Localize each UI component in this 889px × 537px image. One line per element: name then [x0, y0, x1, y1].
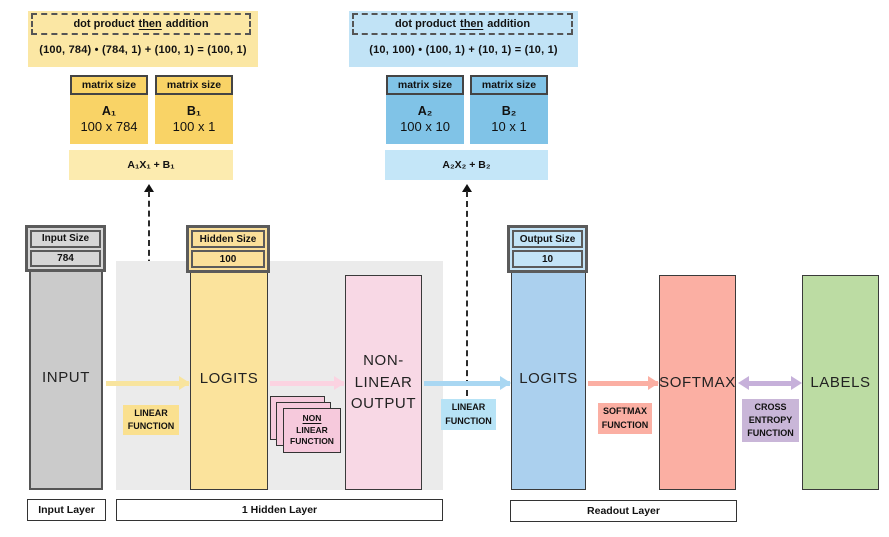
tag-line-underlined: NON	[302, 412, 322, 423]
tag-line: ENTROPY	[748, 414, 793, 425]
input-layer-label: Input Layer	[27, 499, 106, 521]
hidden-size-value: 100	[191, 250, 265, 268]
yellow-annotation-background	[28, 11, 258, 67]
title-text-underlined: then	[460, 18, 484, 30]
input-size-header: Input Size 784	[25, 225, 106, 272]
readout-layer-label: Readout Layer	[510, 500, 737, 522]
matrix-a2-box: matrix size A₂ 100 x 10	[386, 75, 464, 144]
matrix-b1-size: 100 x 1	[172, 119, 216, 135]
matrix-b2-size: 10 x 1	[491, 119, 527, 135]
nonlinear-function-card: NON LINEAR FUNCTION	[283, 408, 341, 453]
nonlinear-output-line: LINEAR	[354, 373, 413, 391]
title-text: addition	[487, 18, 531, 30]
softmax-box: SOFTMAX	[659, 275, 736, 490]
matrix-b1-body: B₁ 100 x 1	[155, 95, 233, 144]
tag-line: FUNCTION	[601, 419, 649, 430]
input-size-value: 784	[30, 249, 101, 267]
tag-line: FUNCTION	[445, 415, 492, 426]
tag-line: LINEAR	[296, 424, 328, 435]
dashed-arrowhead-up-icon	[462, 184, 472, 192]
matrix-b2-body: B₂ 10 x 1	[470, 95, 548, 144]
title-text: dot product	[73, 18, 135, 30]
tag-line: FUNCTION	[747, 428, 794, 439]
input-box-label: INPUT	[42, 369, 90, 387]
matrix-a1-box: matrix size A₁ 100 x 784	[70, 75, 148, 144]
blue-dot-product-title: dot product then addition	[352, 13, 573, 35]
matrix-size-header: matrix size	[70, 75, 148, 95]
matrix-b2-name: B₂	[501, 104, 517, 119]
output-size-title: Output Size	[512, 230, 583, 248]
softmax-function-tag: SOFTMAX FUNCTION	[598, 403, 652, 434]
matrix-a2-name: A₂	[417, 104, 433, 119]
blue-shape-formula: (10, 100) • (100, 1) + (10, 1) = (10, 1)	[369, 44, 558, 56]
matrix-size-header: matrix size	[155, 75, 233, 95]
tag-line: SOFTMAX	[603, 406, 647, 417]
matrix-a1-body: A₁ 100 x 784	[70, 95, 148, 144]
labels-box-label: LABELS	[810, 373, 871, 391]
labels-box: LABELS	[802, 275, 879, 490]
matrix-a1-size: 100 x 784	[80, 119, 138, 135]
matrix-b2-box: matrix size B₂ 10 x 1	[470, 75, 548, 144]
tag-line: FUNCTION	[290, 436, 334, 447]
hidden-size-header: Hidden Size 100	[186, 225, 270, 273]
equation-a1x1-b1: A₁X₁ + B₁	[69, 150, 233, 180]
output-size-value: 10	[512, 250, 583, 268]
title-text-underlined: then	[138, 18, 162, 30]
matrix-a2-body: A₂ 100 x 10	[386, 95, 464, 144]
hidden-size-title: Hidden Size	[191, 230, 265, 248]
yellow-shape-formula: (100, 784) • (784, 1) + (100, 1) = (100,…	[39, 44, 247, 56]
softmax-box-label: SOFTMAX	[659, 373, 736, 391]
dashed-connector-right	[466, 191, 468, 396]
arrow-softmax-labels-bidirectional	[738, 376, 802, 390]
tag-line: LINEAR	[451, 402, 486, 413]
nonlinear-output-line: NON-	[363, 351, 404, 369]
hidden-logits-label: LOGITS	[199, 369, 259, 387]
dashed-arrowhead-up-icon	[144, 184, 154, 192]
matrix-b1-name: B₁	[186, 104, 202, 119]
linear-function-tag-1: LINEAR FUNCTION	[123, 405, 179, 435]
output-size-header: Output Size 10	[507, 225, 588, 273]
arrow-nonlinear-to-readout	[424, 376, 511, 390]
arrow-input-to-logits	[106, 376, 190, 390]
tag-line: CROSS	[754, 401, 787, 412]
title-text: addition	[165, 18, 209, 30]
blue-annotation-background	[349, 11, 578, 67]
tag-line: LINEAR	[134, 407, 168, 418]
arrow-logits-to-softmax	[588, 376, 659, 390]
readout-logits-box: LOGITS	[511, 267, 586, 490]
hidden-layer-label: 1 Hidden Layer	[116, 499, 443, 521]
input-box: INPUT	[29, 266, 103, 490]
hidden-logits-box: LOGITS	[190, 267, 268, 490]
nonlinear-output-box: NON- LINEAR OUTPUT	[345, 275, 422, 490]
title-text: dot product	[394, 18, 457, 30]
matrix-size-header: matrix size	[386, 75, 464, 95]
yellow-dot-product-title: dot product then addition	[31, 13, 251, 35]
linear-function-tag-2: LINEAR FUNCTION	[441, 399, 496, 430]
arrow-logits-to-nonlinear	[270, 376, 345, 390]
readout-logits-label: LOGITS	[519, 369, 578, 387]
matrix-size-header: matrix size	[470, 75, 548, 95]
matrix-b1-box: matrix size B₁ 100 x 1	[155, 75, 233, 144]
matrix-a1-name: A₁	[101, 104, 117, 119]
matrix-a2-size: 100 x 10	[400, 119, 450, 135]
nonlinear-output-line: OUTPUT	[350, 395, 417, 413]
cross-entropy-function-tag: CROSS ENTROPY FUNCTION	[742, 399, 799, 442]
equation-a2x2-b2: A₂X₂ + B₂	[385, 150, 548, 180]
tag-line: FUNCTION	[127, 421, 175, 431]
input-size-title: Input Size	[30, 230, 101, 248]
